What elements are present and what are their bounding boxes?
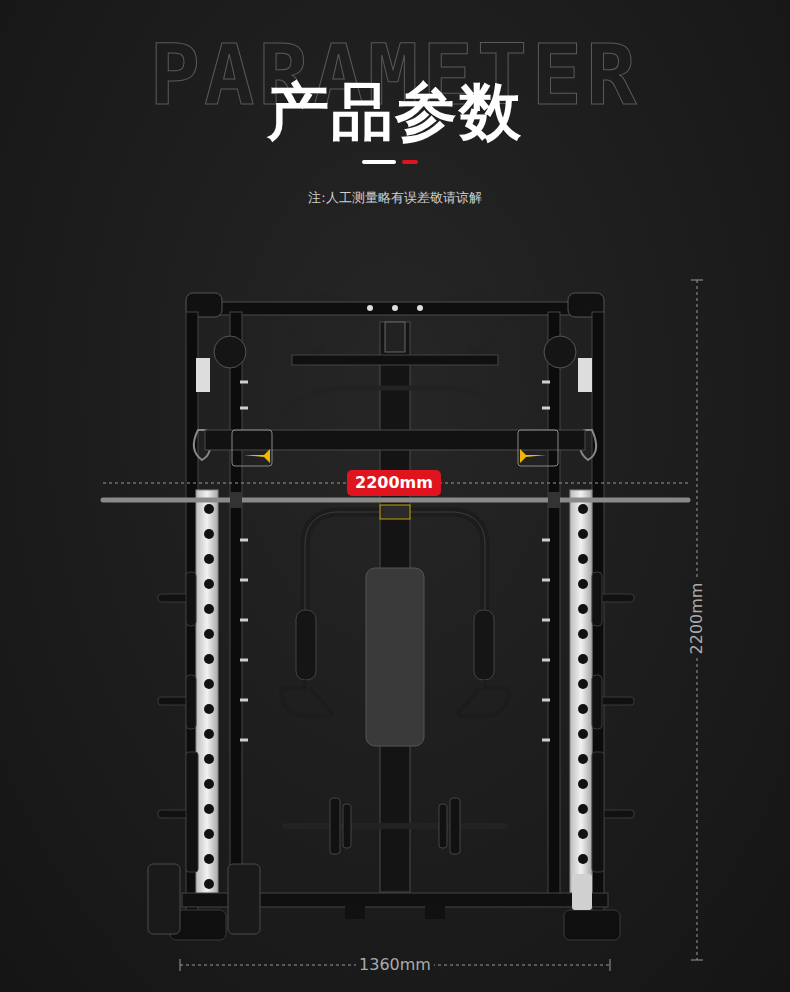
smith-machine [103,292,688,940]
badge-text: 2200mm [355,473,433,493]
dimension-label: 2200mm [687,579,706,657]
title-mark [362,160,396,164]
dimension-badge: 2200mm [347,470,441,496]
dimension-label: 1360mm [356,955,434,974]
note-text: 注:人工测量略有误差敬请谅解 [308,189,481,207]
dimension-lines [103,280,703,971]
page-title: 产品参数 [267,70,523,154]
title-mark [402,160,418,164]
